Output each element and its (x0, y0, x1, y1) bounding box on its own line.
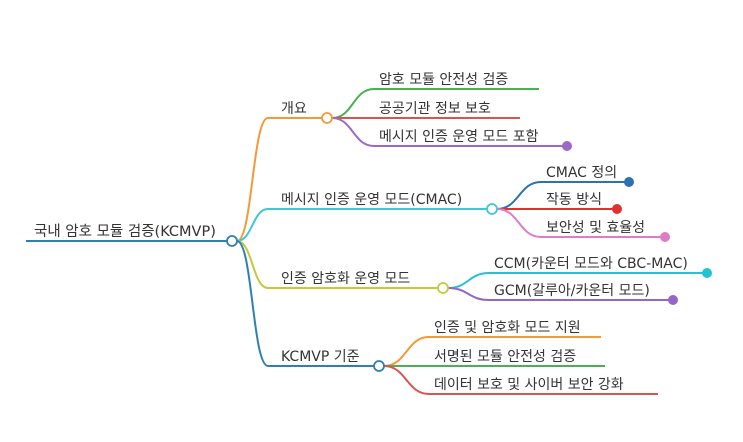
leaf-label-1-3: 메시지 인증 운영 모드 포함 (379, 129, 539, 145)
leaf-link-4-1 (383, 336, 430, 367)
branch-label-1: 개요 (281, 101, 307, 117)
branch-node-4[interactable] (373, 360, 385, 372)
branch-link-1 (236, 117, 269, 242)
branch-link-4 (236, 240, 269, 367)
leaf-link-4-3 (383, 365, 430, 395)
branch-node-1[interactable] (321, 112, 333, 124)
leaf-end-dot-1-3 (562, 141, 572, 151)
leaf-link-1-1 (331, 88, 375, 119)
leaf-end-dot-3-2 (668, 295, 678, 305)
leaf-label-3-1: CCM(카운터 모드와 CBC-MAC) (494, 256, 688, 272)
root-label: 국내 암호 모듈 검증(KCMVP) (34, 223, 216, 240)
branch-label-2: 메시지 인증 운영 모드(CMAC) (281, 192, 462, 208)
leaf-link-3-1 (447, 272, 490, 289)
leaf-label-1-2: 공공기관 정보 보호 (379, 101, 491, 117)
branch-link-2 (236, 208, 269, 242)
leaf-label-4-1: 인증 및 암호화 모드 지원 (434, 320, 581, 336)
mindmap-links (26, 88, 703, 395)
leaf-link-2-1 (496, 181, 542, 210)
leaf-end-dot-3-1 (702, 268, 712, 278)
leaf-label-3-2: GCM(갈루아/카운터 모드) (494, 283, 650, 299)
leaf-link-1-3 (331, 117, 375, 147)
leaf-end-dot-2-1 (624, 177, 634, 187)
branch-node-2[interactable] (486, 203, 498, 215)
leaf-end-dot-2-2 (612, 204, 622, 214)
branch-label-3: 인증 암호화 운영 모드 (281, 271, 410, 287)
leaf-label-2-2: 작동 방식 (546, 192, 602, 208)
leaf-label-4-2: 서명된 모듈 안전성 검증 (434, 349, 576, 365)
leaf-end-dot-2-3 (660, 232, 670, 242)
leaf-link-3-2 (447, 287, 490, 301)
leaf-label-2-1: CMAC 정의 (546, 165, 617, 181)
root-node[interactable] (226, 235, 238, 247)
leaf-label-2-3: 보안성 및 효율성 (546, 220, 645, 236)
leaf-link-2-3 (496, 208, 542, 238)
leaf-label-1-1: 암호 모듈 안전성 검증 (379, 72, 508, 88)
branch-node-3[interactable] (437, 282, 449, 294)
leaf-label-4-3: 데이터 보호 및 사이버 보안 강화 (434, 377, 624, 393)
branch-link-3 (236, 240, 269, 289)
branch-label-4: KCMVP 기준 (281, 349, 360, 365)
